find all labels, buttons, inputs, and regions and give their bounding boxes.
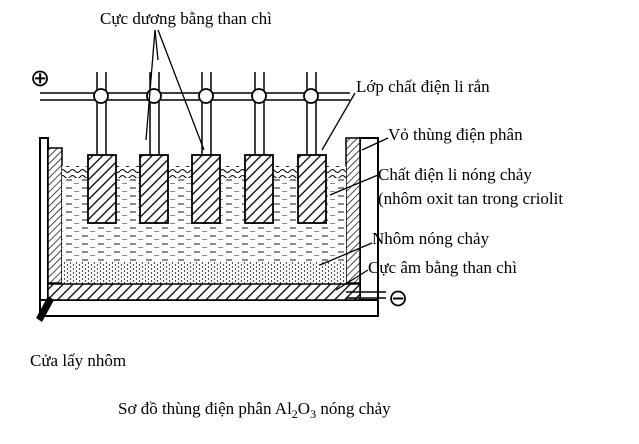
cathode-lead	[346, 291, 386, 299]
anode-4	[244, 72, 274, 224]
label-molten-electrolyte-note: (nhôm oxit tan trong criolit	[378, 189, 563, 208]
label-tap-hole: Cửa lấy nhôm	[30, 351, 126, 370]
anode-3	[191, 72, 221, 224]
anodes	[87, 72, 327, 224]
anode-2	[139, 72, 169, 224]
label-cathode: Cực âm bằng than chì	[368, 258, 517, 277]
label-cell-shell: Vỏ thùng điện phân	[388, 125, 523, 144]
anode-5	[297, 72, 327, 224]
diagram-caption: Sơ đồ thùng điện phân Al2O3 nóng chảy	[118, 399, 391, 421]
cell-shell	[39, 137, 379, 317]
cathode-lining	[47, 283, 361, 301]
label-anode: Cực dương bằng than chì	[100, 9, 272, 28]
positive-terminal-symbol: ⊕	[30, 64, 50, 92]
anode-bus-bar	[40, 92, 350, 101]
label-molten-electrolyte: Chất điện li nóng chảy	[378, 165, 532, 184]
molten-aluminium	[62, 262, 346, 284]
label-molten-aluminium: Nhôm nóng chảy	[372, 229, 490, 248]
tap-hole	[36, 296, 54, 322]
leader-lines	[145, 29, 389, 291]
negative-terminal-symbol: ⊖	[388, 284, 408, 312]
anode-1	[87, 72, 117, 224]
label-solid-electrolyte: Lớp chất điện li rắn	[356, 77, 490, 96]
